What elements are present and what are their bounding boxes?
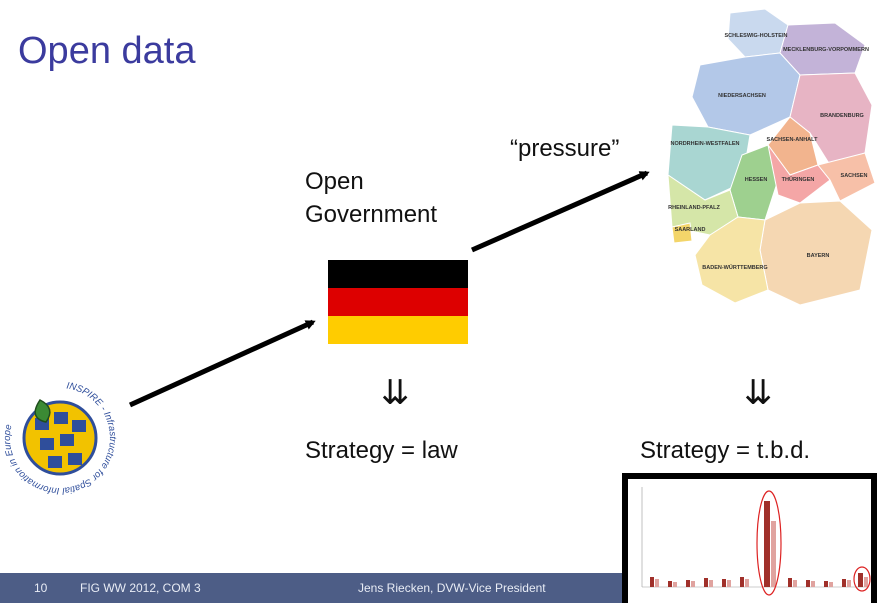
map-state-label: SAARLAND (675, 227, 706, 233)
open-government-line1: Open (305, 168, 364, 195)
german-flag (328, 260, 468, 344)
strategy-tbd-label: Strategy = t.b.d. (640, 437, 811, 464)
chart-thumbnail (622, 473, 877, 603)
map-state-label: SACHSEN-ANHALT (767, 137, 819, 143)
germany-states-map: SCHLESWIG-HOLSTEIN MECKLENBURG-VORPOMMER… (667, 8, 876, 306)
flag-stripe-gold (328, 316, 468, 344)
double-down-arrow-icon: ⇊ (744, 373, 773, 413)
map-state-label: MECKLENBURG-VORPOMMERN (783, 47, 869, 53)
map-state-sachsen (817, 152, 876, 202)
open-government-line2: Government (305, 201, 438, 228)
map-state-label: RHEINLAND-PFALZ (668, 205, 720, 211)
leaf-icon (34, 399, 51, 423)
map-state-label: BADEN-WÜRTTEMBERG (702, 264, 767, 271)
map-state-label: BAYERN (807, 253, 830, 259)
event-label: FIG WW 2012, COM 3 (80, 581, 201, 595)
map-state-label: SACHSEN (841, 173, 868, 179)
map-state-label: HESSEN (745, 177, 768, 183)
map-state-label: NORDRHEIN-WESTFALEN (670, 141, 739, 147)
map-state-label: BRANDENBURG (820, 113, 864, 119)
strategy-law-label: Strategy = law (305, 437, 458, 464)
arrow-inspire-to-flag (128, 319, 316, 408)
map-state-saarland (671, 222, 693, 244)
map-state-label: SCHLESWIG-HOLSTEIN (725, 33, 788, 39)
arrow-flag-to-map (470, 170, 650, 253)
author-label: Jens Riecken, DVW-Vice President (358, 581, 546, 595)
bar-chart-thumbnail (641, 487, 871, 596)
pressure-label: “pressure” (510, 135, 620, 162)
flag-stripe-red (328, 288, 468, 316)
double-down-arrow-icon: ⇊ (381, 373, 410, 413)
map-state-baden-wuerttemberg (694, 216, 769, 304)
inspire-logo: INSPIRE - Infrastructure for Spatial Inf… (2, 380, 118, 496)
map-state-label: THÜRINGEN (782, 176, 815, 183)
open-government-label: Open Government (305, 165, 437, 231)
footer-bar: 10 FIG WW 2012, COM 3 Jens Riecken, DVW-… (0, 573, 622, 603)
map-state-label: NIEDERSACHSEN (718, 93, 766, 99)
slide-title: Open data (18, 30, 196, 72)
page-number: 10 (34, 581, 48, 595)
flag-stripe-black (328, 260, 468, 288)
